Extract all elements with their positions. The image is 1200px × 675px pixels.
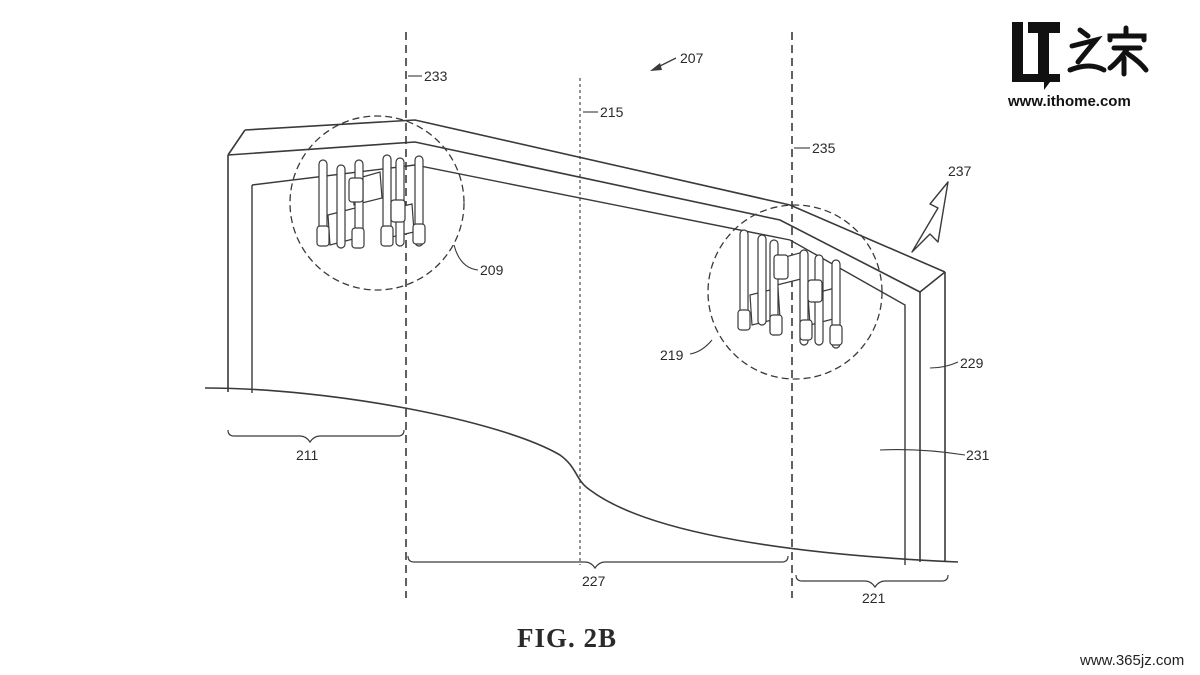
label-233: 233 [424,68,448,84]
arrow-237-icon [911,181,949,253]
ithome-url: www.ithome.com [1007,93,1131,110]
pin-assembly-219 [737,229,843,349]
label-235: 235 [812,140,836,156]
base-curve [204,387,959,563]
label-207: 207 [680,50,704,66]
label-229: 229 [960,355,984,371]
label-227: 227 [582,573,606,589]
bracket-211 [227,429,405,444]
ithome-logo [1012,22,1149,90]
housing-body [227,119,946,562]
label-209: 209 [480,262,504,278]
pin-assembly-209 [316,154,426,249]
label-237: 237 [948,163,972,179]
label-215: 215 [600,104,624,120]
label-219: 219 [660,347,684,363]
label-211: 211 [296,447,319,463]
bracket-227 [407,555,789,570]
label-221: 221 [862,590,886,606]
label-231: 231 [966,447,990,463]
detail-circle-219 [707,204,883,380]
detail-circle-209 [289,115,465,291]
figure-caption: FIG. 2B [517,623,617,653]
leader-lines [408,75,966,456]
bracket-221 [795,574,949,589]
footer-watermark: www.365jz.com [1079,652,1184,669]
arrow-207-icon [650,57,677,71]
